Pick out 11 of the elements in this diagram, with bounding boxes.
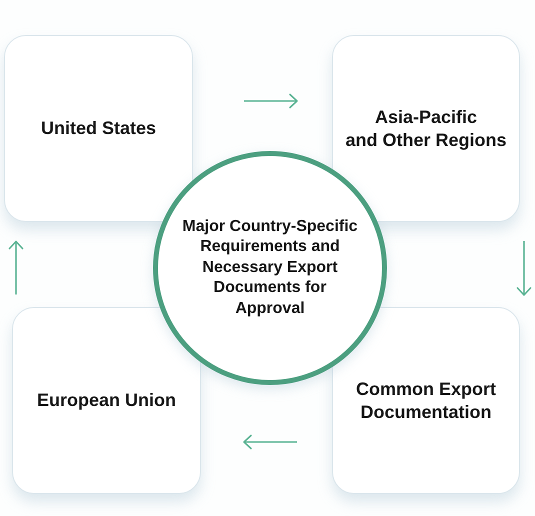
card-title: Asia-Pacific and Other Regions — [345, 106, 506, 151]
card-title: United States — [40, 117, 156, 140]
card-title: Common Export Documentation — [356, 378, 496, 423]
arrow — [244, 94, 298, 108]
region-card — [12, 307, 201, 494]
circle-title: Major Country-Specific Requirements and Necessary Export Documents for Approval — [182, 216, 358, 319]
arrow — [8, 240, 24, 294]
arrow — [516, 241, 532, 296]
arrow — [243, 434, 297, 450]
card-title: European Union — [37, 389, 176, 412]
region-card — [332, 307, 520, 494]
